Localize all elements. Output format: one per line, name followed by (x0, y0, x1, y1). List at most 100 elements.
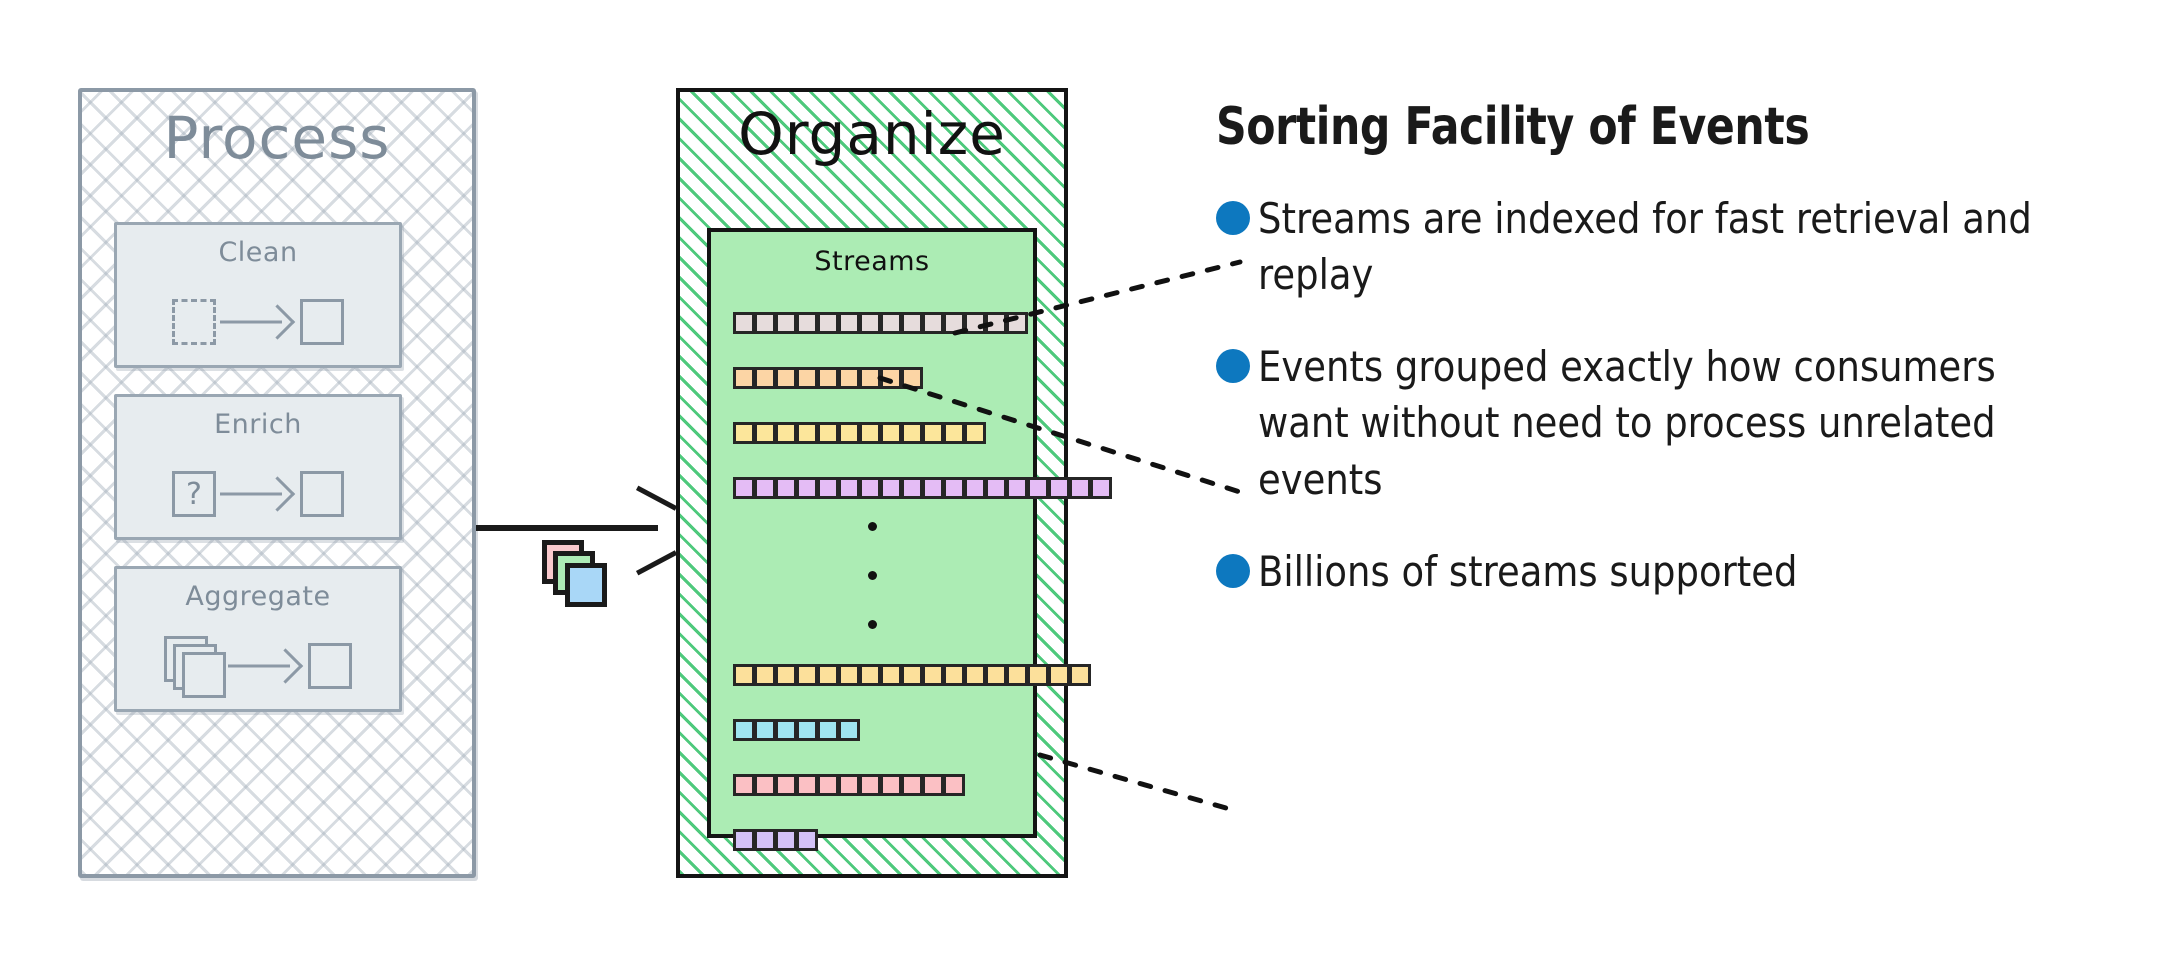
stream-segment (838, 774, 860, 796)
stream-segment (859, 422, 881, 444)
stream-segment (754, 719, 776, 741)
stream-segment (964, 664, 986, 686)
stream-segment (859, 312, 881, 334)
stream-segment (796, 312, 818, 334)
stream-segment (796, 367, 818, 389)
stream-segment (901, 664, 923, 686)
stream-segment (1027, 664, 1049, 686)
streams-label: Streams (814, 246, 930, 277)
stream-row-5[interactable] (733, 664, 1091, 686)
stream-segment (901, 774, 923, 796)
stream-segment (880, 664, 902, 686)
text-panel: Sorting Facility of Events Streams are i… (1216, 100, 2156, 636)
stream-segment (901, 477, 923, 499)
process-card-clean[interactable]: Clean (114, 222, 402, 368)
stream-segment (859, 367, 881, 389)
square-icon (300, 299, 344, 345)
process-panel-title: Process (163, 104, 391, 172)
stream-segment (838, 312, 860, 334)
stream-segment (943, 664, 965, 686)
stream-segment (922, 774, 944, 796)
stream-segment (1006, 312, 1028, 334)
aggregate-glyph-row (117, 631, 399, 701)
stream-row-8[interactable] (733, 829, 818, 851)
bullet-dot-icon (1216, 200, 1250, 235)
stream-segment (964, 477, 986, 499)
stream-segment (775, 312, 797, 334)
bullet-text-3: Billions of streams supported (1258, 546, 1798, 596)
stream-segment (796, 422, 818, 444)
stream-row-7[interactable] (733, 774, 965, 796)
streams-box: Streams (707, 228, 1112, 851)
stream-segment (943, 422, 965, 444)
bullet-dot-icon (1216, 553, 1250, 588)
page-title: Sorting Facility of Events (1216, 97, 1810, 157)
stream-segment (775, 829, 797, 851)
stream-segment (754, 829, 776, 851)
stream-row-6[interactable] (733, 719, 860, 741)
stream-segment (796, 477, 818, 499)
stream-segment (754, 312, 776, 334)
bullet-item-3: Billions of streams supported (1216, 544, 2156, 600)
stream-segment (1006, 477, 1028, 499)
stream-segment (880, 367, 902, 389)
stream-row-1[interactable] (733, 312, 1028, 334)
question-square-icon: ? (172, 471, 216, 517)
stream-segment (943, 774, 965, 796)
stream-segment (922, 477, 944, 499)
stream-segment (817, 367, 839, 389)
stream-segment (817, 422, 839, 444)
streams-ellipsis-icon (711, 522, 1033, 629)
process-card-enrich-label: Enrich (214, 409, 302, 440)
event-stack-icon (542, 540, 618, 614)
stream-segment (964, 422, 986, 444)
process-card-enrich[interactable]: Enrich ? (114, 394, 402, 540)
process-card-aggregate[interactable]: Aggregate (114, 566, 402, 712)
stream-segment (796, 774, 818, 796)
stream-segment (880, 422, 902, 444)
stream-row-4[interactable] (733, 477, 1112, 499)
stream-segment (880, 774, 902, 796)
bullet-item-2: Events grouped exactly how consumers wan… (1216, 339, 2156, 508)
stream-segment (817, 719, 839, 741)
stream-segment (817, 477, 839, 499)
stream-segment (796, 829, 818, 851)
stream-segment (901, 367, 923, 389)
stream-segment (817, 664, 839, 686)
stream-segment (922, 422, 944, 444)
stream-segment (733, 829, 755, 851)
stream-segment (880, 312, 902, 334)
arrow-right-icon (220, 479, 296, 509)
stream-segment (922, 312, 944, 334)
stream-segment (985, 477, 1007, 499)
stream-segment (922, 664, 944, 686)
stream-segment (901, 312, 923, 334)
stream-segment (775, 477, 797, 499)
organize-panel-title: Organize (738, 100, 1006, 168)
stream-segment (733, 477, 755, 499)
stream-segment (1069, 664, 1091, 686)
stream-row-3[interactable] (733, 422, 986, 444)
stream-segment (733, 719, 755, 741)
stream-segment (838, 477, 860, 499)
stream-segment (817, 312, 839, 334)
stream-row-2[interactable] (733, 367, 923, 389)
process-card-clean-label: Clean (218, 237, 298, 268)
process-card-aggregate-label: Aggregate (185, 581, 331, 612)
stream-segment (964, 312, 986, 334)
stream-segment (838, 367, 860, 389)
stream-segment (1069, 477, 1091, 499)
stream-segment (985, 312, 1007, 334)
process-to-organize-arrow-icon (476, 485, 678, 576)
stream-segment (880, 477, 902, 499)
stream-segment (817, 774, 839, 796)
stream-segment (733, 367, 755, 389)
stream-segment (754, 422, 776, 444)
bullet-dot-icon (1216, 349, 1250, 384)
stream-segment (775, 774, 797, 796)
leader-line-3 (1037, 752, 1243, 815)
stream-segment (1048, 477, 1070, 499)
stream-segment (733, 422, 755, 444)
stacked-squares-icon (164, 636, 226, 698)
stream-segment (1027, 477, 1049, 499)
